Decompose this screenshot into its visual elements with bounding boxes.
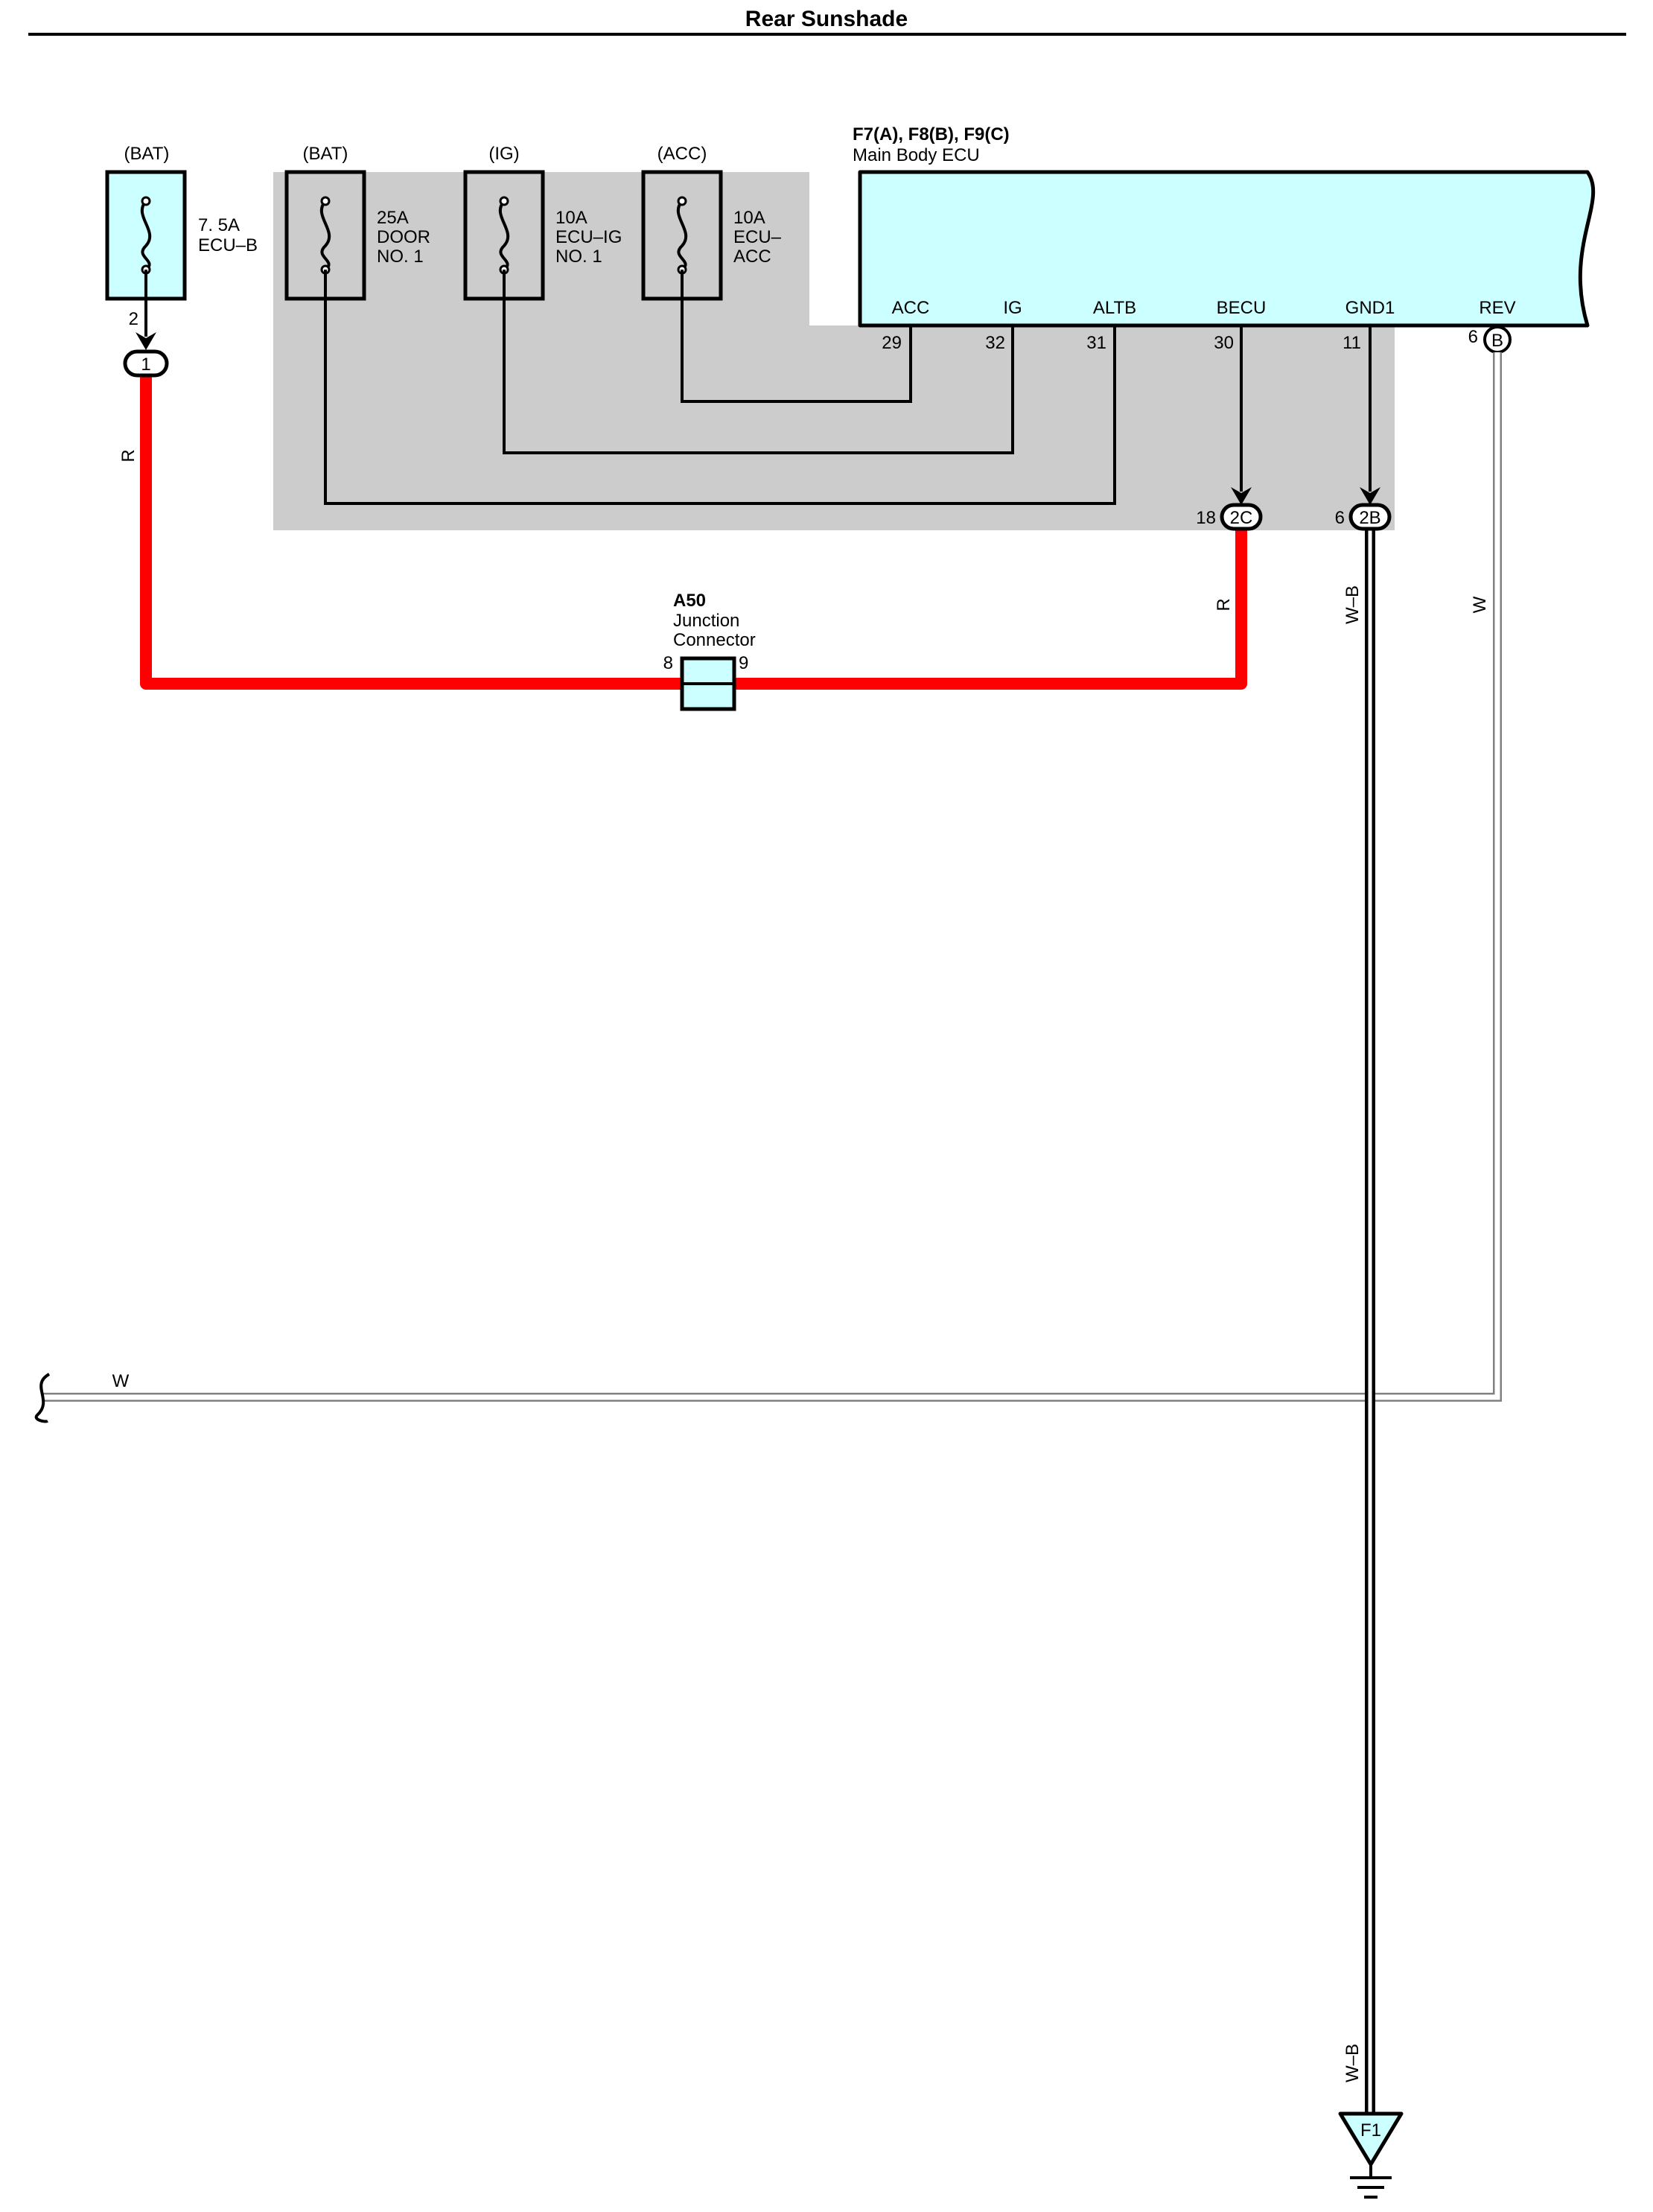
internal-wiring xyxy=(144,270,1372,505)
ecu-code: F7(A), F8(B), F9(C) xyxy=(853,124,1010,144)
a50-line1: Junction xyxy=(673,611,739,631)
fuse-name: ECU–IG xyxy=(555,227,622,247)
connector-1-label: 1 xyxy=(141,355,150,375)
fuse-source-label: (BAT) xyxy=(124,144,170,164)
ecu-pin-number: 32 xyxy=(985,333,1005,353)
a50-pin-right: 9 xyxy=(739,653,748,673)
connector-1 xyxy=(123,349,169,378)
wire-red-r-2 xyxy=(736,529,1247,690)
fuse-door-no1: (BAT) 25A DOOR NO. 1 xyxy=(284,144,430,301)
wire-label-r-right: R xyxy=(1214,598,1234,611)
rev-connector-label: B xyxy=(1491,331,1503,351)
ecu-pin-number: 11 xyxy=(1343,333,1361,353)
junction-connector-pin: 6 xyxy=(1335,508,1345,528)
fuse-pin-number: 2 xyxy=(129,309,138,329)
ecu-pin-number: 6 xyxy=(1468,327,1478,347)
fuse-name-2: ACC xyxy=(733,247,771,267)
fuse-rating: 10A xyxy=(555,208,587,228)
arrow-head-icon xyxy=(136,332,156,350)
wire-acc xyxy=(681,270,912,403)
ecu-pin-number: 31 xyxy=(1086,333,1106,353)
wire-ig xyxy=(503,270,1014,454)
fuse-name-2: NO. 1 xyxy=(555,247,602,267)
wire-label-w-horizontal: W xyxy=(112,1371,130,1391)
fuse-rating: 7. 5A xyxy=(198,215,240,235)
fuse-symbol xyxy=(319,200,331,271)
fuse-source-label: (ACC) xyxy=(657,144,707,164)
ecu-box xyxy=(858,170,1596,328)
arrow-head-icon xyxy=(1360,487,1380,505)
fuse-name: ECU– xyxy=(733,227,782,247)
fuse-name-2: NO. 1 xyxy=(377,247,424,267)
ecu-name: Main Body ECU xyxy=(853,145,980,165)
a50-line2: Connector xyxy=(673,630,756,650)
wire-label-w-vertical: W xyxy=(1470,596,1490,613)
a50-code: A50 xyxy=(673,591,706,611)
ecu-terminal-name: ACC xyxy=(892,298,930,318)
fuse-symbol xyxy=(676,200,688,271)
fuse-source-label: (BAT) xyxy=(303,144,348,164)
fuse-rating: 25A xyxy=(377,208,409,228)
wire-w xyxy=(43,352,1502,1402)
ecu-terminal-name: BECU xyxy=(1217,298,1267,318)
fuse-name: ECU–B xyxy=(198,235,258,255)
wire-red-r xyxy=(140,372,682,690)
ecu-terminal-name: ALTB xyxy=(1093,298,1136,318)
wire-break-icon xyxy=(34,1373,51,1423)
ecu-terminal-name: REV xyxy=(1479,298,1515,318)
junction-connector-id: 2C xyxy=(1230,508,1253,528)
a50-pin-left: 8 xyxy=(663,653,673,673)
ecu-terminal-name: GND1 xyxy=(1345,298,1395,318)
fuse-symbol xyxy=(140,200,152,271)
wire-label-r-left: R xyxy=(118,449,138,462)
a50-junction-connector: A50 Junction Connector 8 9 xyxy=(663,591,756,711)
junction-connector-2c xyxy=(1220,503,1263,531)
arrow-head-icon xyxy=(1231,487,1252,505)
wire-label-wb-top: W–B xyxy=(1343,585,1363,624)
fuse-symbol xyxy=(498,200,510,271)
main-body-ecu: F7(A), F8(B), F9(C) Main Body ECU ACC IG… xyxy=(853,124,1596,328)
junction-connector-pin: 18 xyxy=(1196,508,1216,528)
ground-label: F1 xyxy=(1360,2120,1381,2141)
fuse-ecu-b: (BAT) 7. 5A ECU–B xyxy=(105,144,258,301)
diagram-title: Rear Sunshade xyxy=(745,7,908,31)
ecu-pin-number: 30 xyxy=(1214,333,1234,353)
ecu-terminal-name: IG xyxy=(1003,298,1022,318)
fuse-name: DOOR xyxy=(377,227,430,247)
ground-f1: F1 xyxy=(1338,2111,1404,2199)
fuse-source-label: (IG) xyxy=(488,144,519,164)
fuse-ecu-ig-no1: (IG) 10A ECU–IG NO. 1 xyxy=(463,144,622,301)
fuse-rating: 10A xyxy=(733,208,765,228)
wire-altb xyxy=(324,270,1116,505)
junction-connector-2b xyxy=(1348,503,1392,531)
wire-label-wb-bottom: W–B xyxy=(1343,2044,1363,2082)
ecu-pin-number: 29 xyxy=(882,333,902,353)
rev-connector: B xyxy=(1483,325,1512,354)
junction-connector-id: 2B xyxy=(1359,508,1380,528)
